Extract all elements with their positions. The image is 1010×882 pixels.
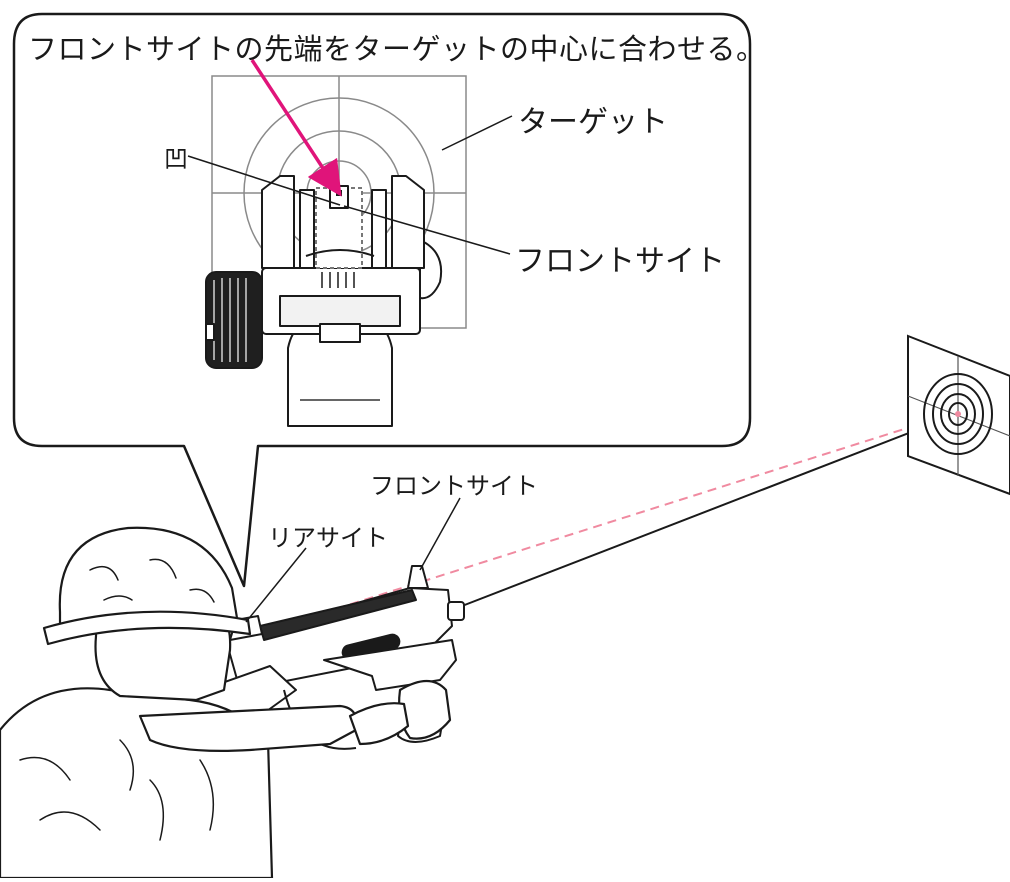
rear-sight-label: リアサイト <box>268 524 388 552</box>
sight-picture <box>187 59 513 427</box>
rear-sight-symbol-label: 凹 <box>164 145 188 173</box>
sight-line <box>249 411 959 637</box>
distant-target-icon <box>907 334 1010 496</box>
front-sight-label: フロントサイト <box>370 472 538 500</box>
caption-text: フロントサイトの先端をターゲットの中心に合わせる。 <box>28 32 766 66</box>
soldier-icon <box>0 526 452 880</box>
leader-lines <box>187 115 513 255</box>
front-sight-detail-label: フロントサイト <box>515 244 725 279</box>
rear-sight-assembly-icon <box>205 175 442 427</box>
lower-leader-lines <box>245 497 461 623</box>
target-label: ターゲット <box>518 105 668 140</box>
pointer-arrow-icon <box>250 59 342 197</box>
